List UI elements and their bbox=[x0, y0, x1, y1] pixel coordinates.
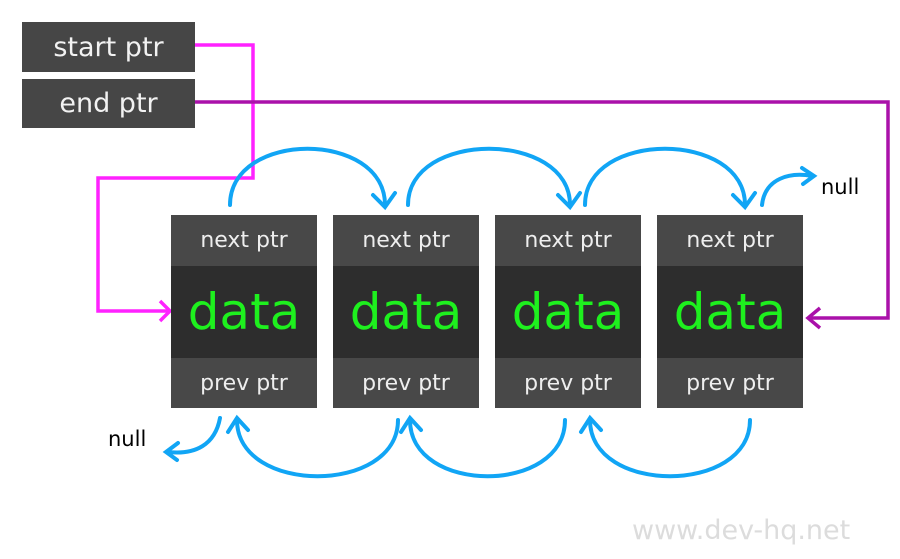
next-ptr-field: next ptr bbox=[495, 215, 641, 266]
data-field: data bbox=[333, 266, 479, 358]
arrowhead bbox=[399, 414, 423, 434]
next-arrow-2-3 bbox=[406, 146, 572, 207]
prev-ptr-field: prev ptr bbox=[495, 358, 641, 408]
prev-ptr-field: prev ptr bbox=[333, 358, 479, 408]
arrowhead bbox=[556, 191, 582, 211]
end-ptr-label: end ptr bbox=[59, 88, 158, 119]
arrowhead bbox=[371, 191, 397, 211]
list-node: next ptr data prev ptr bbox=[495, 215, 641, 408]
prev-arrow-4-3 bbox=[588, 418, 752, 479]
list-node: next ptr data prev ptr bbox=[657, 215, 803, 408]
prev-ptr-field: prev ptr bbox=[171, 358, 317, 408]
prev-ptr-field: prev ptr bbox=[657, 358, 803, 408]
prev-arrow-null bbox=[166, 416, 222, 455]
end-ptr-line bbox=[195, 100, 890, 320]
start-ptr-line bbox=[96, 43, 255, 313]
arrowhead bbox=[800, 166, 818, 186]
arrowhead bbox=[579, 414, 603, 434]
start-ptr-arrowhead bbox=[158, 299, 173, 323]
start-ptr-box: start ptr bbox=[22, 22, 195, 72]
next-arrow-null bbox=[760, 172, 814, 207]
prev-arrow-3-2 bbox=[408, 418, 567, 479]
data-field: data bbox=[657, 266, 803, 358]
null-label-prev: null bbox=[108, 427, 147, 451]
data-field: data bbox=[495, 266, 641, 358]
arrowhead bbox=[226, 414, 250, 434]
list-node: next ptr data prev ptr bbox=[333, 215, 479, 408]
next-ptr-field: next ptr bbox=[171, 215, 317, 266]
null-label-next: null bbox=[821, 175, 860, 199]
next-ptr-field: next ptr bbox=[657, 215, 803, 266]
arrowhead bbox=[731, 191, 757, 211]
next-arrow-3-4 bbox=[583, 146, 747, 207]
prev-arrow-2-1 bbox=[235, 418, 400, 479]
next-arrow-1-2 bbox=[228, 146, 387, 207]
next-ptr-field: next ptr bbox=[333, 215, 479, 266]
data-field: data bbox=[171, 266, 317, 358]
watermark: www.dev-hq.net bbox=[632, 515, 851, 546]
start-ptr-label: start ptr bbox=[53, 31, 164, 63]
end-ptr-arrowhead bbox=[805, 306, 822, 330]
list-node: next ptr data prev ptr bbox=[171, 215, 317, 408]
end-ptr-box: end ptr bbox=[22, 79, 195, 128]
arrowhead bbox=[162, 441, 180, 462]
